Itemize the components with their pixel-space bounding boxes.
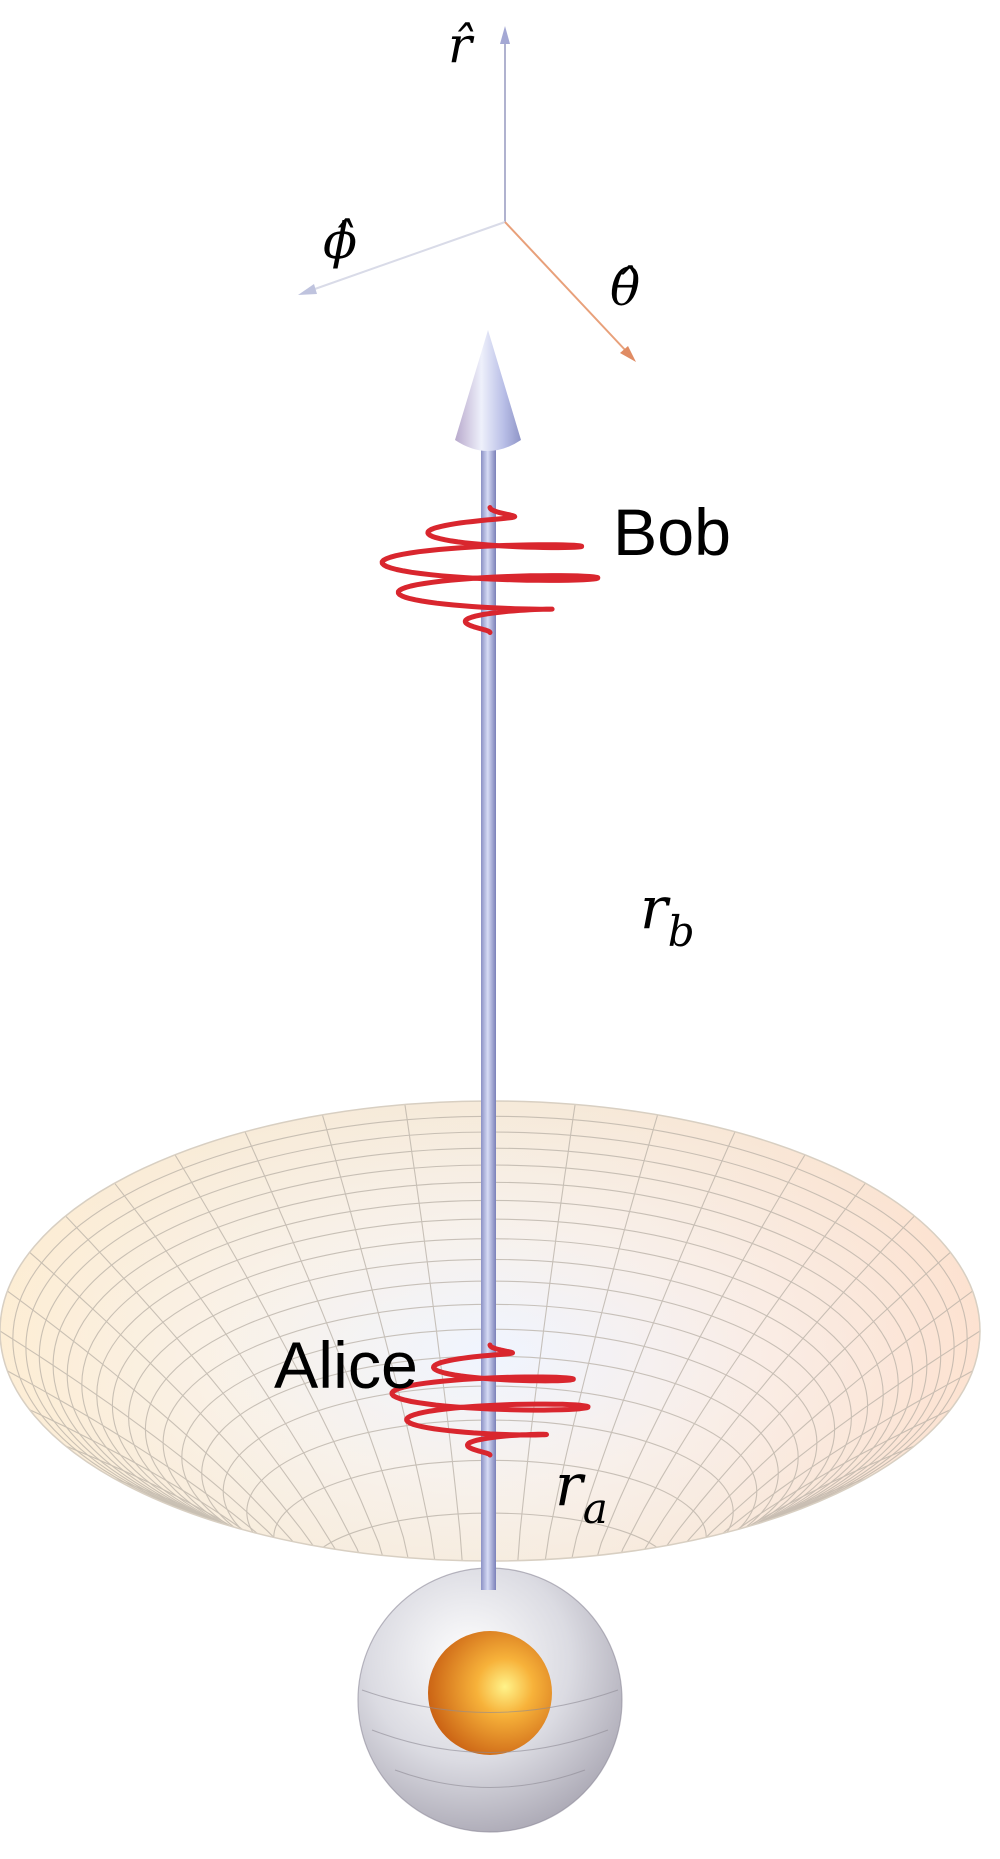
theta-axis-arrowhead <box>620 346 636 362</box>
funnel-spoke <box>583 1478 866 1561</box>
funnel-spoke <box>595 1215 915 1561</box>
funnel-spoke <box>611 1330 980 1561</box>
funnel-spoke <box>7 1290 371 1561</box>
funnel-spoke <box>114 1182 398 1561</box>
sphere-grid-overlay <box>361 1689 619 1788</box>
funnel-spoke <box>404 1104 470 1561</box>
radial-arrow-icon <box>455 330 521 1590</box>
wave-packet-icon <box>379 505 601 635</box>
arrow-shaft <box>481 440 496 1590</box>
funnel-spoke <box>510 1104 576 1561</box>
funnel-spoke <box>567 1154 806 1561</box>
bob-label: Bob <box>613 495 731 569</box>
theta-hat-label: θ̂ <box>610 259 640 317</box>
theta-axis-line <box>504 221 628 353</box>
funnel-spoke <box>550 1131 736 1561</box>
r-b-label: rb <box>640 874 695 956</box>
funnel-spoke <box>609 1370 973 1561</box>
funnel-spoke <box>609 1290 973 1561</box>
r-b-base: r <box>640 874 671 942</box>
phi-hat-label: ϕ̂ <box>323 212 357 270</box>
funnel-spoke <box>174 1154 413 1561</box>
r-axis-arrowhead <box>500 26 510 44</box>
phi-axis-line <box>311 221 506 291</box>
funnel-spoke <box>29 1251 376 1561</box>
planet-core <box>428 1631 552 1755</box>
bob-wave-packet <box>379 505 601 635</box>
r-hat-label: r̂ <box>448 16 475 74</box>
wave-packet-icon <box>389 1342 591 1458</box>
funnel-spoke <box>65 1215 385 1561</box>
funnel-spoke <box>604 1251 951 1561</box>
alice-label: Alice <box>274 1328 418 1402</box>
funnel-spoke <box>321 1114 449 1561</box>
r-a-subscript: a <box>583 1484 608 1533</box>
r-a-label: ra <box>555 1451 608 1533</box>
funnel-spoke <box>582 1182 866 1561</box>
r-b-subscript: b <box>668 907 695 956</box>
funnel-spoke <box>244 1131 430 1561</box>
funnel-spoke <box>0 1330 369 1561</box>
coordinate-axes: r̂ ϕ̂ θ̂ <box>298 16 640 362</box>
alice-wave-packet <box>389 1342 591 1458</box>
funnel-spoke <box>7 1370 371 1561</box>
planet-icon <box>357 1567 623 1833</box>
funnel-spoke <box>114 1478 397 1561</box>
r-a-base: r <box>555 1451 586 1519</box>
arrow-cone <box>455 330 521 451</box>
phi-axis-arrowhead <box>298 284 317 295</box>
funnel-spoke <box>531 1114 659 1561</box>
